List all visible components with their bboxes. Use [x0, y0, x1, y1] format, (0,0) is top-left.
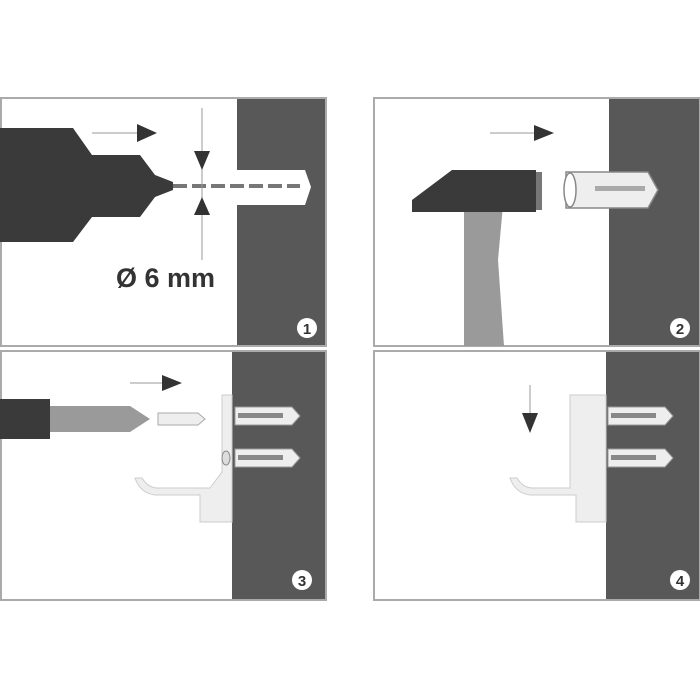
wall-plug-slot — [595, 186, 645, 191]
step-number: 2 — [676, 321, 684, 338]
step-number-badge — [670, 570, 690, 590]
wall — [606, 352, 699, 599]
step-number-badge — [292, 570, 312, 590]
step-number: 3 — [298, 573, 306, 590]
wall-plug — [607, 448, 674, 468]
screw — [157, 412, 206, 426]
arrow-down-icon — [194, 151, 210, 170]
screwdriver-handle — [0, 399, 50, 439]
wall — [237, 99, 325, 345]
wall-plug — [234, 406, 301, 426]
hook — [509, 394, 607, 523]
wall — [609, 99, 699, 345]
wall-plug — [234, 448, 301, 468]
drill-diameter-label: Ø 6 mm — [116, 263, 215, 293]
panel-step-1: Ø 6 mm 1 — [0, 97, 327, 347]
panel-step-4: 4 — [373, 350, 700, 601]
step-number-badge — [670, 318, 690, 338]
wall — [232, 352, 325, 599]
step-number: 1 — [303, 321, 311, 338]
hook — [134, 394, 233, 523]
arrow-right-icon — [162, 375, 182, 391]
screwdriver-shaft — [50, 406, 150, 432]
wall-plug — [607, 406, 674, 426]
hammer-face — [536, 172, 542, 210]
step-number-badge — [297, 318, 317, 338]
step-number: 4 — [676, 573, 685, 590]
arrow-down-icon — [522, 413, 538, 433]
hook-screw-hole — [221, 450, 231, 466]
hammer-handle — [464, 205, 504, 346]
panel-step-2: 2 — [373, 97, 700, 347]
arrow-right-icon — [137, 124, 157, 142]
drill — [0, 128, 173, 242]
wall-plug-rim — [563, 172, 577, 208]
hammer-head — [412, 170, 536, 212]
arrow-up-icon — [194, 197, 210, 215]
arrow-right-icon — [534, 125, 554, 141]
panel-step-3: 3 — [0, 350, 327, 601]
